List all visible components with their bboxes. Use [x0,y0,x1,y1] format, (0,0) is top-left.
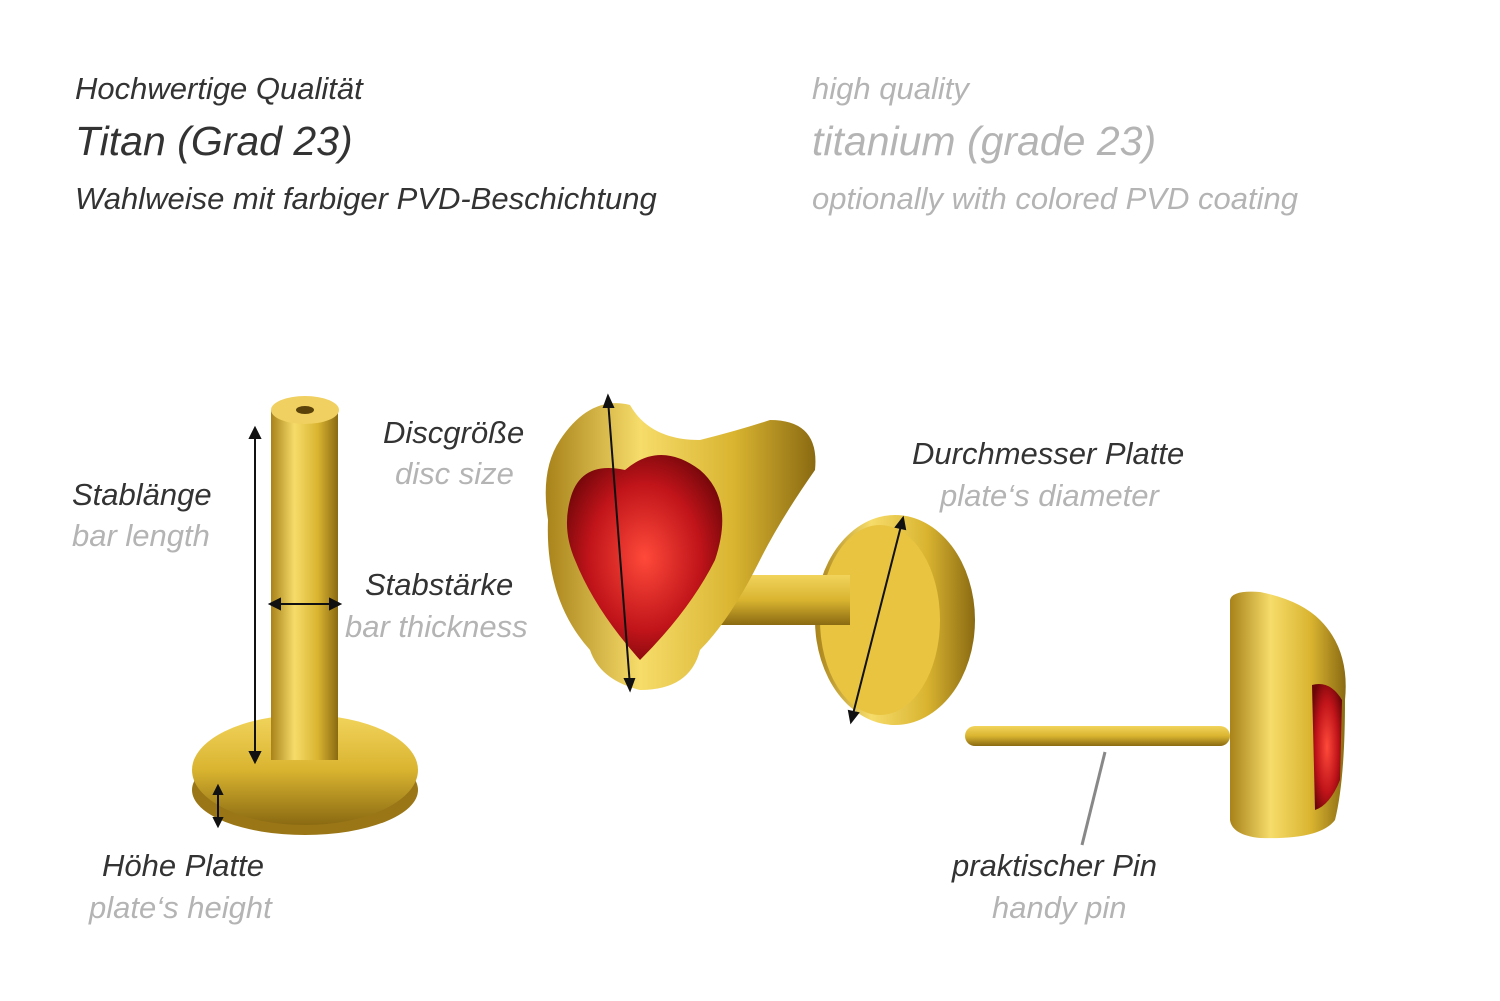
heart-labret [545,403,975,725]
header-quality-en: high quality [812,71,969,106]
bar-thickness-label-en: bar thickness [345,609,528,644]
disc-size-label-de: Discgröße [383,415,525,450]
pin-label-de: praktischer Pin [952,848,1158,883]
measure-arrows [212,425,343,829]
plate-height-label-en: plate‘s height [89,890,272,925]
disc-size-label-en: disc size [395,456,514,491]
header-coating-de: Wahlweise mit farbiger PVD-Beschichtung [75,181,657,216]
header-quality-de: Hochwertige Qualität [75,71,363,106]
bar-thickness-label-de: Stabstärke [365,567,514,602]
header-coating-en: optionally with colored PVD coating [812,181,1298,216]
bar-length-label-de: Stablänge [72,477,212,512]
labret-post [192,396,418,835]
plate-diameter-label-en: plate‘s diameter [940,478,1159,513]
plate-height-label-de: Höhe Platte [102,848,264,883]
bar-length-label-en: bar length [72,518,210,553]
heart-top-pin [965,591,1346,839]
pin-pointer-line [1080,751,1107,846]
header-material-de: Titan (Grad 23) [75,118,353,164]
plate-diameter-label-de: Durchmesser Platte [912,436,1185,471]
header-material-en: titanium (grade 23) [812,118,1157,164]
pin-label-en: handy pin [992,890,1127,925]
